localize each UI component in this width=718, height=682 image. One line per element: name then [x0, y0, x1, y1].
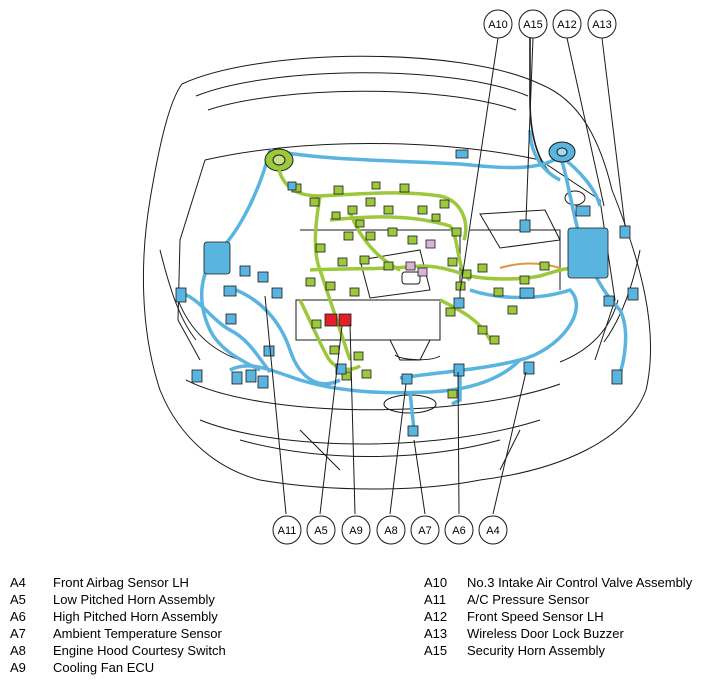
legend-label: Ambient Temperature Sensor — [53, 626, 222, 641]
callout-a10: A10 — [483, 9, 513, 39]
callout-a6: A6 — [444, 515, 474, 545]
legend-item: A4 Front Airbag Sensor LH — [10, 574, 226, 591]
green-connectors — [291, 181, 550, 399]
callout-a11: A11 — [272, 515, 302, 545]
legend-item: A6 High Pitched Horn Assembly — [10, 608, 226, 625]
legend-item: A5 Low Pitched Horn Assembly — [10, 591, 226, 608]
legend-item: A15 Security Horn Assembly — [424, 642, 692, 659]
legend-code: A11 — [424, 592, 447, 607]
callout-a8: A8 — [376, 515, 406, 545]
legend-label: Front Speed Sensor LH — [467, 609, 604, 624]
pink-connectors — [405, 239, 436, 277]
legend-code: A7 — [10, 626, 26, 641]
legend-label: Cooling Fan ECU — [53, 660, 155, 675]
green-harness-fill — [277, 169, 581, 372]
legend-code: A8 — [10, 643, 26, 658]
legend-left-column: A4 Front Airbag Sensor LH A5 Low Pitched… — [10, 574, 226, 676]
legend-code: A15 — [424, 643, 448, 658]
legend-code: A5 — [10, 592, 26, 607]
red-connectors — [324, 313, 352, 327]
legend-label: Engine Hood Courtesy Switch — [53, 643, 226, 658]
callout-a15: A15 — [518, 9, 548, 39]
legend-label: Security Horn Assembly — [467, 643, 605, 658]
legend-item: A10 No.3 Intake Air Control Valve Assemb… — [424, 574, 692, 591]
legend-label: No.3 Intake Air Control Valve Assembly — [467, 575, 693, 590]
callout-a4: A4 — [478, 515, 508, 545]
svg-text:A11: A11 — [278, 525, 297, 537]
callout-a12: A12 — [552, 9, 582, 39]
svg-text:A8: A8 — [384, 525, 397, 537]
callout-a7: A7 — [410, 515, 440, 545]
legend-label: Front Airbag Sensor LH — [53, 575, 189, 590]
callout-a5: A5 — [306, 515, 336, 545]
legend-code: A13 — [424, 626, 448, 641]
legend-item: A13 Wireless Door Lock Buzzer — [424, 625, 692, 642]
legend-item: A8 Engine Hood Courtesy Switch — [10, 642, 226, 659]
svg-text:A15: A15 — [523, 19, 543, 31]
svg-text:A4: A4 — [486, 525, 499, 537]
callout-a9: A9 — [341, 515, 371, 545]
orange-wire — [499, 262, 561, 269]
svg-text:A6: A6 — [452, 525, 465, 537]
svg-text:A10: A10 — [488, 19, 508, 31]
blue-connectors — [175, 149, 639, 437]
legend-item: A9 Cooling Fan ECU — [10, 659, 226, 676]
svg-text:A9: A9 — [349, 525, 362, 537]
legend-code: A4 — [10, 575, 26, 590]
svg-text:A5: A5 — [314, 525, 327, 537]
svg-text:A12: A12 — [557, 19, 577, 31]
legend-label: A/C Pressure Sensor — [467, 592, 590, 607]
legend-code: A6 — [10, 609, 26, 624]
leader-lines — [264, 37, 626, 515]
legend-code: A9 — [10, 660, 26, 675]
svg-text:A13: A13 — [592, 19, 612, 31]
callout-a13: A13 — [587, 9, 617, 39]
grommets — [264, 141, 576, 172]
legend-item: A7 Ambient Temperature Sensor — [10, 625, 226, 642]
legend-label: High Pitched Horn Assembly — [53, 609, 218, 624]
legend-code: A10 — [424, 575, 448, 590]
legend-item: A11 A/C Pressure Sensor — [424, 591, 692, 608]
legend-right-column: A10 No.3 Intake Air Control Valve Assemb… — [424, 574, 692, 659]
svg-text:A7: A7 — [418, 525, 431, 537]
legend-label: Low Pitched Horn Assembly — [53, 592, 215, 607]
legend-item: A12 Front Speed Sensor LH — [424, 608, 692, 625]
blue-harness-fill — [183, 129, 628, 431]
wiring-harness-diagram: A10 A15 A12 A13 A11 A5 A9 A8 A7 A6 A4 — [142, 9, 652, 545]
legend-code: A12 — [424, 609, 448, 624]
legend-label: Wireless Door Lock Buzzer — [467, 626, 624, 641]
